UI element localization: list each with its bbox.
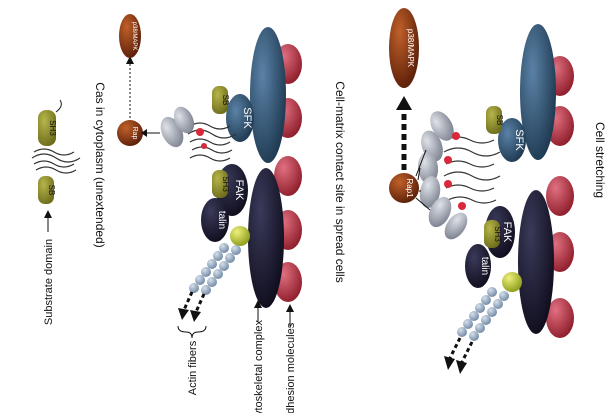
actin-bead	[487, 287, 497, 297]
vinculin-ball	[230, 226, 250, 246]
sh3-label-panel2: SH3	[221, 176, 230, 192]
fak-membrane-complex-panel3	[518, 190, 554, 334]
panel-spread-cells: SFK FAK talin SB SH3 Rap p38/MAPK	[117, 14, 347, 413]
phospho-site	[452, 132, 460, 140]
cell-matrix-site-label: Cell-matrix contact site in spread cells	[333, 81, 347, 282]
sfk-label-panel3: SFK	[513, 129, 525, 151]
actin-bead	[499, 291, 509, 301]
panel-cell-stretching: SFK FAK talin SB SH3 Rap1	[389, 8, 607, 374]
actin-fibers-brace	[178, 326, 206, 338]
actin-bead	[213, 269, 223, 279]
actin-bead	[195, 275, 205, 285]
actin-bead	[457, 327, 467, 337]
actin-arrow-2	[184, 292, 192, 310]
phospho-site	[444, 180, 452, 188]
actin-arrowhead-1	[190, 310, 201, 322]
sh3-tail	[56, 100, 61, 112]
actin-bead	[201, 267, 211, 277]
actin-bead	[201, 285, 211, 295]
rap-protein	[117, 120, 143, 146]
sh3-label-panel1: SH3	[48, 120, 57, 136]
actin-bead	[189, 283, 199, 293]
actin-fibers-panel2	[189, 243, 241, 295]
phospho-site	[444, 156, 452, 164]
talin-label-panel3: talin	[479, 257, 490, 275]
actin-bead	[213, 251, 223, 261]
actin-bead	[493, 299, 503, 309]
actin-bead	[207, 277, 217, 287]
actin-bead	[207, 259, 217, 269]
sfk-membrane-complex	[250, 27, 286, 163]
sfk-label-panel2: SFK	[241, 107, 253, 129]
actin-arrowhead-3	[456, 360, 467, 374]
sh3-label-panel3: SH3	[493, 226, 502, 242]
adhesion-molecules-arrowhead	[286, 304, 294, 312]
actin-bead	[481, 295, 491, 305]
actin-arrowhead-2	[178, 308, 189, 320]
actin-bead	[487, 307, 497, 317]
actin-bead	[481, 315, 491, 325]
rap1-to-p38-arrowhead	[396, 96, 412, 110]
actin-arrow-1	[196, 294, 204, 312]
sb-label-panel2: SB	[221, 95, 230, 106]
substrate-domain-label: Substrate domain	[43, 239, 55, 325]
actin-bead	[475, 323, 485, 333]
actin-bead	[475, 303, 485, 313]
rap-label: Rap	[131, 127, 138, 140]
cell-stretching-label: Cell stretching	[593, 122, 607, 198]
talin-label-panel2: talin	[216, 211, 227, 229]
adhesion-molecules-label: Adhesion molecules	[285, 322, 297, 413]
sh2-adaptors-panel2	[156, 104, 198, 151]
actin-arrow-4	[450, 338, 460, 358]
sb-label-panel3: SB	[495, 115, 504, 126]
cas-cytoplasm-label: Cas in cytoplasm (unextended)	[93, 82, 107, 247]
fak-label-panel2: FAK	[233, 180, 245, 201]
rap1-label: Rap1	[405, 178, 414, 198]
sb-label-panel1: SB	[47, 185, 56, 196]
actin-bead	[469, 311, 479, 321]
actin-bead	[219, 261, 229, 271]
substrate-domain-coil-panel3	[444, 137, 500, 203]
p38-label-panel2: p38/MAPK	[131, 22, 137, 51]
actin-bead	[463, 319, 473, 329]
fak-membrane-complex	[248, 168, 284, 308]
adhesion-molecule	[546, 176, 574, 216]
actin-bead	[231, 245, 241, 255]
substrate-domain-arrowhead	[44, 210, 52, 218]
panel-cas-cytoplasm: SH3 SB Substrate domain Cas in cytoplasm…	[32, 82, 107, 325]
actin-arrow-3	[462, 342, 472, 362]
phospho-site	[458, 202, 466, 210]
vinculin-ball-panel3	[502, 272, 522, 292]
p38-label-panel3: p38/MAPK	[406, 29, 415, 68]
phospho-site	[201, 143, 207, 149]
actin-fibers-panel3	[457, 287, 509, 341]
actin-arrowhead-4	[444, 356, 455, 370]
cytoskeletal-complex-label: Cytoskeletal complex	[253, 320, 265, 413]
phospho-site	[196, 128, 204, 136]
actin-bead	[219, 243, 229, 253]
substrate-domain-coil	[32, 149, 80, 173]
actin-fibers-label: Actin fibers	[187, 340, 199, 395]
actin-bead	[469, 331, 479, 341]
actin-bead	[225, 253, 235, 263]
